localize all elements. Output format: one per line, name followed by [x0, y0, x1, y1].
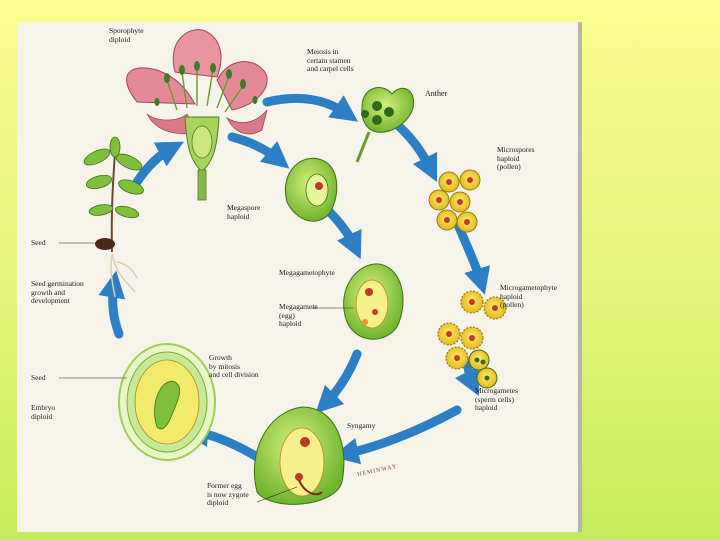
label-megaspore: Megaspore haploid — [227, 203, 261, 221]
arrow-seedling-to-flower — [132, 141, 184, 187]
megagametophyte-ovule — [343, 263, 404, 340]
label-seed-top: Seed — [31, 238, 46, 247]
label-microgametes: Microgametes (sperm cells) haploid — [475, 386, 518, 412]
label-microspores: Microspores haploid (pollen) — [497, 145, 535, 171]
microspores-pollen — [428, 169, 481, 233]
label-sporophyte: Sporophyte diploid — [109, 26, 144, 44]
label-syngamy: Syngamy — [347, 421, 376, 430]
arrow-flower-to-ovule — [227, 132, 290, 169]
diagram-panel: Sporophyte diploid Meiosis in certain st… — [17, 22, 580, 532]
syngamy-ovule — [253, 406, 345, 505]
seed-embryo — [118, 343, 216, 461]
arrow-microgametophyte-to-microgametes — [454, 359, 480, 397]
label-embryo: Embryo diploid — [31, 403, 56, 421]
microgametes-pollen — [468, 349, 498, 389]
label-megagametophyte: Megagametophyte — [279, 268, 335, 277]
microgametophyte-pollen — [437, 290, 507, 370]
arrow-flower-to-anther — [262, 93, 359, 122]
label-anther: Anther — [425, 89, 448, 98]
life-cycle-illustration — [59, 29, 507, 505]
label-seed-bottom: Seed — [31, 373, 46, 382]
label-meiosis: Meiosis in certain stamen and carpel cel… — [307, 47, 354, 73]
label-seed-germination: Seed germination growth and development — [31, 279, 84, 305]
label-growth: Growth by mitosis and cell division — [209, 353, 259, 379]
seedling — [83, 136, 144, 298]
label-megagamete: Megagamete (egg) haploid — [279, 302, 318, 328]
arrow-anther-to-microspores — [387, 115, 438, 183]
label-microgametophyte: Microgametophyte haploid (pollen) — [500, 283, 558, 309]
arrow-microgametes-to-syngamy — [331, 405, 462, 465]
label-pointers — [59, 242, 353, 503]
panel-edge — [578, 22, 582, 532]
label-former-egg: Former egg is now zygote diploid — [207, 481, 249, 507]
megaspore-ovule — [284, 157, 338, 222]
anther — [355, 87, 415, 163]
flower-sporophyte — [126, 29, 268, 201]
arrow-megagamete-to-syngamy — [315, 349, 362, 414]
